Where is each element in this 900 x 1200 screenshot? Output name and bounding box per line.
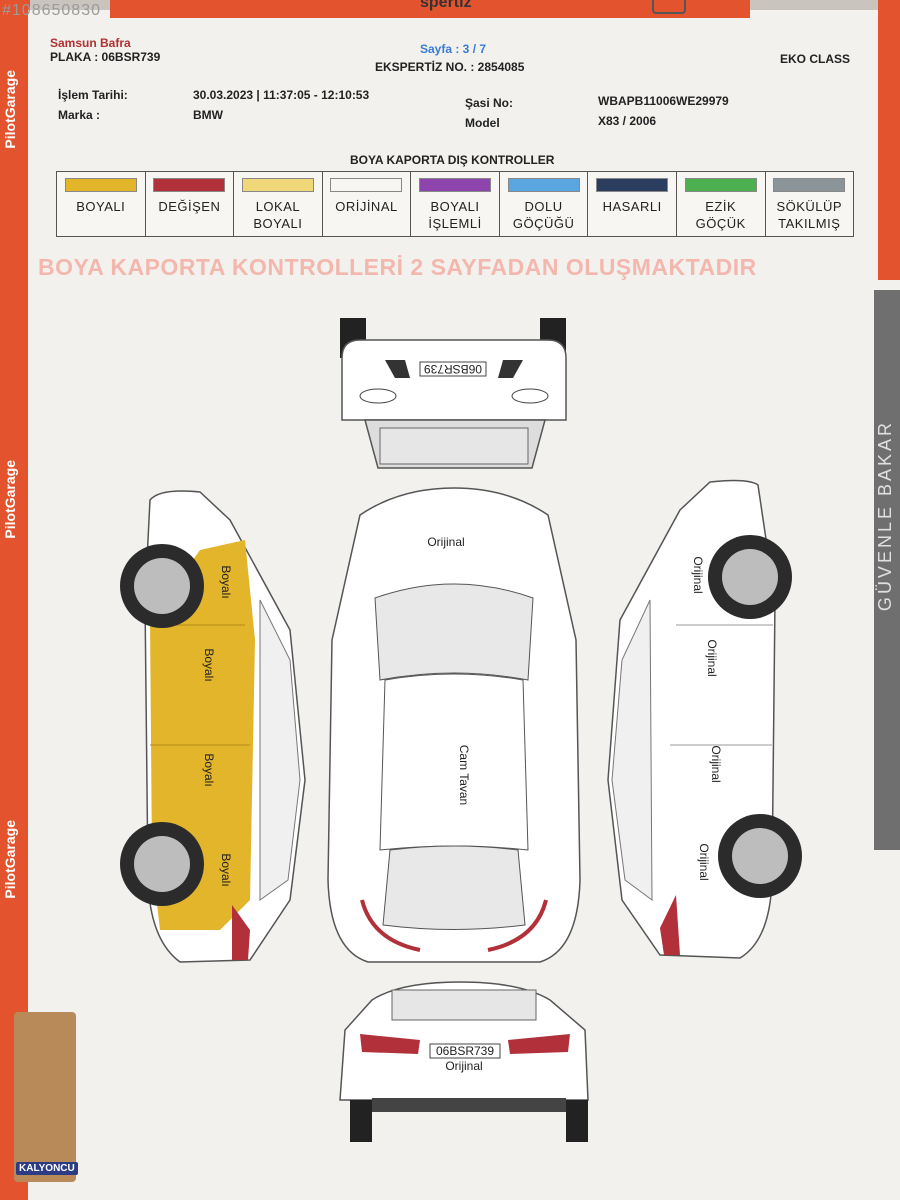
date-label: İşlem Tarihi: (58, 88, 128, 102)
legend-swatch (419, 178, 492, 192)
top-fragment-text: spertiz (420, 0, 472, 11)
legend-title: BOYA KAPORTA DIŞ KONTROLLER (350, 153, 555, 167)
model-label: Model (465, 116, 500, 130)
legend-item: DEĞİŞEN (146, 172, 235, 236)
legend-swatch (330, 178, 403, 192)
car-rear-view: 06BSR739 Orijinal (339, 981, 589, 1142)
mascot-label: KALYONCU (16, 1162, 78, 1175)
left-part-label: Boyalı (219, 565, 233, 598)
front-plate-text: 06BSR739 (424, 362, 482, 376)
page-number: Sayfa : 3 / 7 (420, 42, 487, 56)
legend-swatch (241, 178, 314, 192)
right-part-label: Orijinal (697, 843, 711, 880)
car-front-view: 06BSR739 (340, 318, 567, 469)
roof-label: Cam Tavan (457, 745, 471, 805)
top-brand-band (110, 0, 750, 18)
right-side-band (874, 290, 900, 850)
legend-swatch (596, 178, 669, 192)
legend-label: BOYALI (76, 199, 126, 214)
rear-plate (429, 1043, 501, 1059)
legend-label: DEĞİŞEN (158, 199, 221, 214)
legend-swatch (684, 178, 757, 192)
front-plate (419, 361, 487, 377)
legend-swatch (773, 178, 846, 192)
left-part-label: Boyalı (202, 648, 216, 681)
expertise-number: EKSPERTİZ NO. : 2854085 (375, 60, 525, 74)
brand-label: Marka : (58, 108, 101, 122)
listing-id-watermark: #108650830 (2, 2, 101, 19)
rear-label: Orijinal (445, 1059, 482, 1073)
right-part-label: Orijinal (709, 745, 723, 782)
hood-label: Orijinal (427, 535, 464, 549)
right-brand-band (878, 0, 900, 280)
legend-swatch (153, 178, 226, 192)
chassis-value: WBAPB11006WE29979 (598, 94, 729, 108)
location: Samsun Bafra (50, 36, 131, 50)
left-part-label: Boyalı (219, 853, 233, 886)
right-part-label: Orijinal (705, 639, 719, 676)
left-part-label: Boyalı (202, 753, 216, 786)
chassis-label: Şasi No: (465, 96, 514, 110)
legend-swatch (64, 178, 137, 192)
brand-value: BMW (193, 108, 223, 122)
top-checkbox-icon (652, 0, 686, 14)
plate: PLAKA : 06BSR739 (50, 50, 161, 64)
legend-item: ORİJİNAL (323, 172, 412, 236)
legend-label: HASARLI (602, 199, 662, 214)
legend-item: HASARLI (588, 172, 677, 236)
car-left-side-view: Boyalı Boyalı Boyalı Boyalı (120, 490, 306, 963)
legend-item: BOYALI (57, 172, 146, 236)
date-value: 30.03.2023 | 11:37:05 - 12:10:53 (193, 88, 370, 102)
legend-label: ORİJİNAL (335, 199, 398, 214)
right-part-label: Orijinal (691, 556, 705, 593)
car-right-side-view: Orijinal Orijinal Orijinal Orijinal (607, 479, 802, 959)
package-class: EKO CLASS (780, 52, 851, 66)
rear-plate-text: 06BSR739 (436, 1044, 494, 1058)
mascot-avatar (14, 1012, 76, 1182)
left-brand-band (0, 0, 30, 1200)
notice-banner: BOYA KAPORTA KONTROLLERİ 2 SAYFADAN OLUŞ… (38, 254, 757, 280)
car-top-view: Orijinal Cam Tavan (327, 487, 581, 963)
legend-swatch (507, 178, 580, 192)
model-value: X83 / 2006 (598, 114, 657, 128)
